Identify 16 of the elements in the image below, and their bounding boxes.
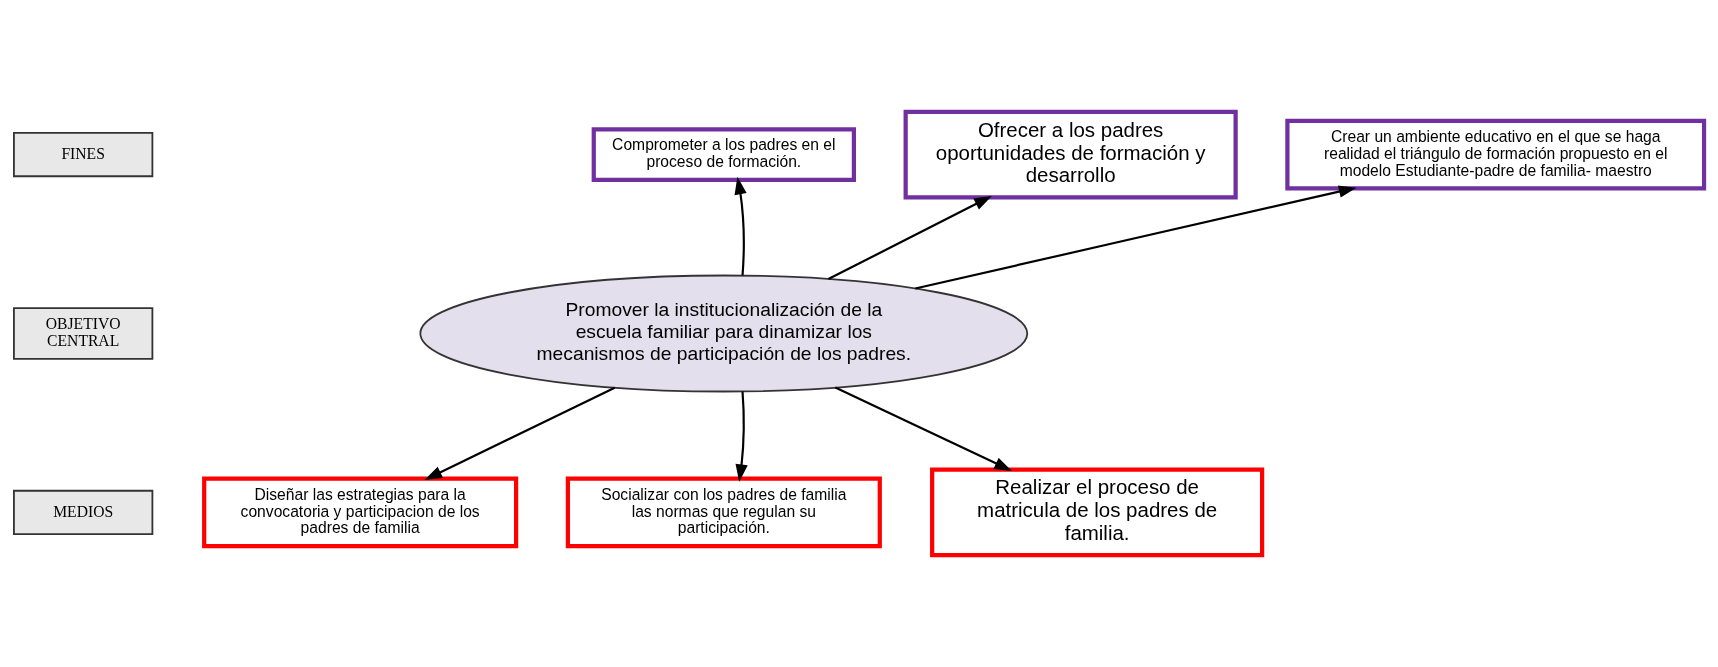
node-box: MEDIOS (13, 489, 154, 535)
node-box: Socializar con los padres de familia las normas que regulan su participación. (565, 476, 882, 549)
arrow (735, 391, 748, 482)
node-box: Realizar el proceso de matricula de los padres de familia. (930, 467, 1265, 558)
node-ellipse: Promover la institucionalización de la escuela familiar para dinamizar los mecanismos de participación de los padres. (419, 274, 1029, 393)
arrow (424, 386, 616, 480)
arrow (827, 195, 992, 281)
node-box: Comprometer a los padres en el proceso de formación. (591, 127, 856, 182)
arrow (915, 185, 1357, 290)
arrow (834, 386, 1012, 471)
node-box: Ofrecer a los padres oportunidades de formación y desarrollo (903, 109, 1238, 200)
node-box: Crear un ambiente educativo en el que se haga realidad el triángulo de formación propuesto en el modelo Estudiante-padre de familia- maestro (1285, 118, 1707, 191)
node-box: FINES (13, 132, 154, 178)
node-box: OBJETIVO CENTRAL (13, 307, 154, 360)
arrow (734, 176, 747, 276)
node-box: Diseñar las estrategias para la convocatoria y participacion de los padres de familia (202, 476, 519, 549)
